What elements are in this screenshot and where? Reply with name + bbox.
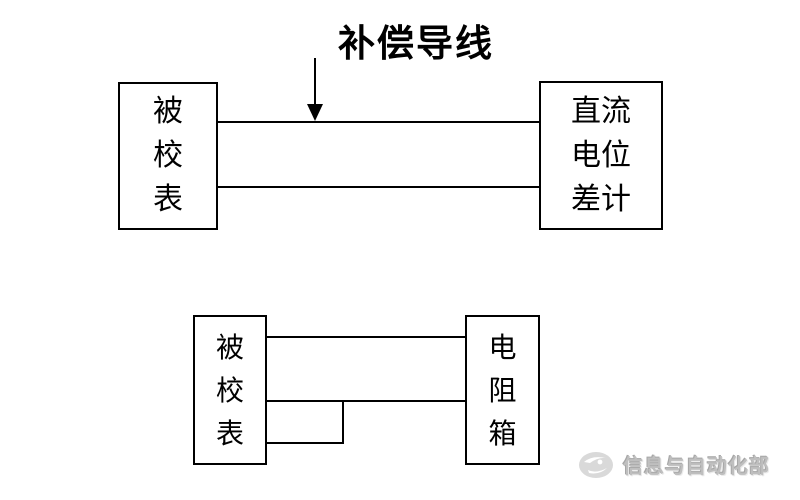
top-right-box-label: 直流 电位 差计: [571, 94, 631, 216]
bottom-diagram-loop-wire-vertical: [342, 400, 344, 444]
top-diagram-lower-wire: [218, 186, 539, 188]
down-arrow-shaft: [314, 58, 316, 105]
bottom-diagram-middle-wire: [267, 400, 465, 402]
compensation-wire-title: 补偿导线: [338, 23, 494, 64]
watermark-text: 信息与自动化部: [623, 456, 770, 478]
down-arrow-icon: [307, 104, 323, 121]
bottom-left-box-label: 被 校 表: [215, 331, 244, 449]
bottom-right-box-resistance-box: 电 阻 箱: [465, 315, 540, 465]
globe-swirl-logo-icon: [579, 452, 613, 478]
top-diagram-upper-wire: [218, 121, 539, 123]
bottom-right-box-label: 电 阻 箱: [488, 331, 517, 449]
top-right-box-dc-potentiometer: 直流 电位 差计: [539, 81, 663, 230]
watermark: 信息与自动化部: [576, 449, 770, 480]
top-left-box-label: 被 校 表: [153, 95, 183, 216]
bottom-left-box-meter-under-test: 被 校 表: [193, 315, 267, 465]
bottom-diagram-loop-wire-horizontal: [267, 442, 344, 444]
bottom-diagram-upper-wire: [267, 336, 465, 338]
top-left-box-meter-under-test: 被 校 表: [118, 82, 218, 230]
